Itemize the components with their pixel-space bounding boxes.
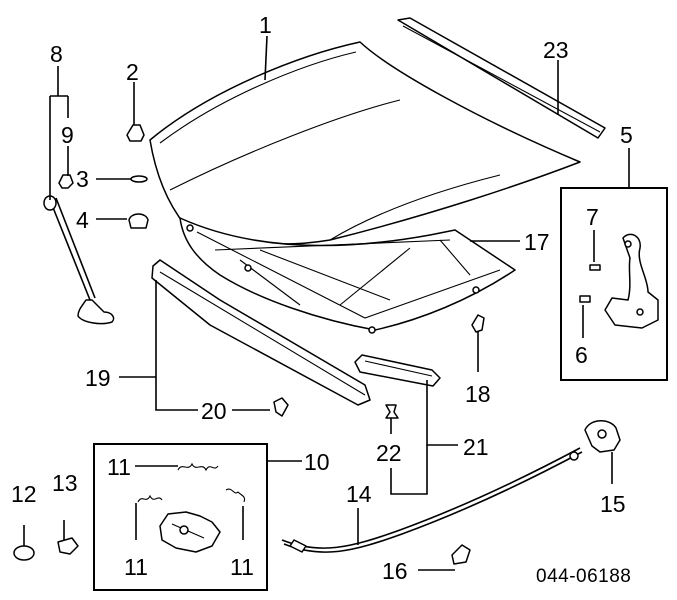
callout-15: 15: [600, 491, 626, 517]
callout-8: 8: [50, 41, 63, 67]
callout-13: 13: [52, 470, 78, 496]
part-6-bolt: [579, 295, 591, 303]
leader-lines: [23, 35, 630, 571]
callout-16: 16: [382, 558, 408, 584]
callout-9: 9: [61, 122, 74, 148]
part-18-clip: [471, 314, 485, 333]
part-8-hood-support: [43, 195, 115, 325]
callout-17: 17: [524, 229, 550, 255]
part-17-hood-inner-frame: [179, 217, 516, 334]
part-12-grommet: [13, 545, 35, 561]
part-14-release-cable: [281, 447, 583, 553]
part-9-stud: [58, 174, 74, 189]
part-16-lever-bracket: [451, 544, 471, 565]
part-10-lock-box: [93, 443, 268, 591]
callout-6: 6: [575, 342, 588, 368]
callout-12: 12: [11, 481, 37, 507]
callout-11-left: 11: [124, 554, 148, 580]
part-3-clip: [130, 175, 148, 183]
callout-23: 23: [543, 37, 569, 63]
callout-10: 10: [304, 449, 330, 475]
callout-14: 14: [346, 481, 372, 507]
callout-2: 2: [126, 59, 139, 85]
part-22-bolt: [385, 404, 399, 419]
callout-21: 21: [463, 434, 489, 460]
callout-1: 1: [259, 12, 272, 38]
drawing-code: 044-06188: [536, 566, 631, 587]
callout-22: 22: [376, 440, 402, 466]
callout-11-top: 11: [107, 454, 131, 480]
callout-18: 18: [465, 381, 491, 407]
callout-20: 20: [201, 398, 227, 424]
part-5-hinge: [604, 233, 659, 329]
part-5-hinge-box: [560, 187, 668, 381]
callout-7: 7: [586, 204, 599, 230]
part-7-bolt: [589, 264, 601, 271]
part-1-hood-panel: [149, 41, 581, 245]
callout-5: 5: [620, 122, 633, 148]
part-2-hood-bumper: [126, 124, 145, 142]
part-20-clip: [273, 397, 289, 417]
callout-19: 19: [85, 365, 111, 391]
part-15-release-lever: [584, 420, 621, 453]
callout-4: 4: [76, 207, 89, 233]
part-21-lock-reinforcement: [354, 354, 441, 387]
part-11-spring-top: [177, 462, 219, 472]
callout-11-right: 11: [230, 554, 254, 580]
part-4-cushion: [128, 213, 149, 229]
part-23-weatherstrip: [397, 17, 606, 139]
callouts: 1 2 3 4 5 6 7 8 9 10 11 11 11 12 13 14 1…: [11, 12, 633, 584]
part-13-bolt: [57, 537, 79, 555]
part-11-spring-right: [225, 488, 246, 503]
part-11-spring-left: [137, 494, 163, 503]
callout-3: 3: [76, 166, 89, 192]
part-19-seal-strip: [151, 259, 371, 406]
part-10-hood-lock: [159, 511, 221, 553]
